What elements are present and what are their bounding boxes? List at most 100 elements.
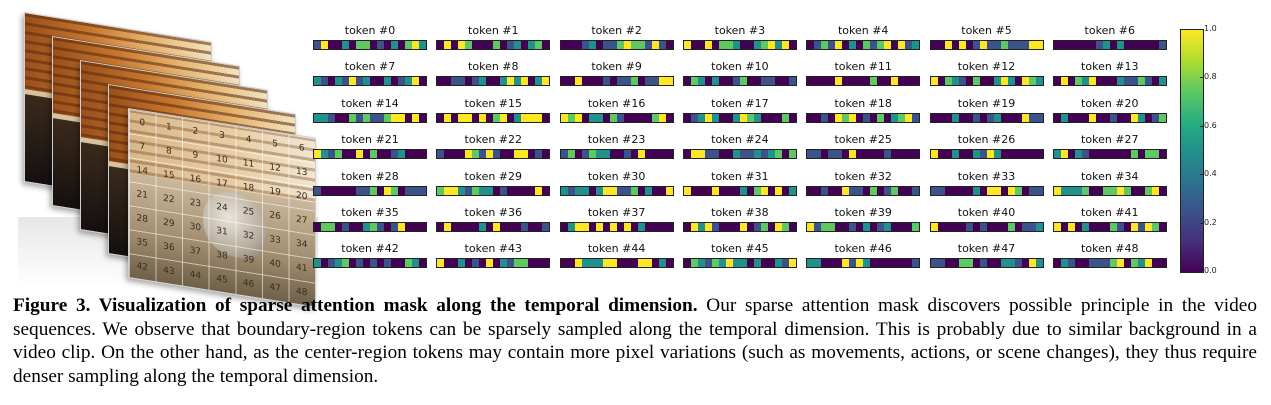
token-label: token #25 [834,133,892,147]
attention-mask-strip [313,185,427,196]
attention-mask-strip [682,76,797,87]
patch-number: 44 [189,269,202,282]
token-cell: token #23 [559,133,675,169]
token-label: token #40 [957,206,1016,219]
token-cell: token #1 [435,24,551,60]
token-cell: token #34 [1052,170,1168,206]
token-cell: token #0 [312,24,428,60]
token-cell: token #27 [1052,133,1168,169]
attention-mask-strip [929,112,1044,123]
token-cell: token #39 [805,206,921,242]
attention-mask-strip [682,40,797,50]
token-label: token #42 [341,242,399,256]
token-cell: token #14 [312,97,428,133]
token-cell: token #8 [435,60,551,96]
attention-mask-strip [1052,76,1167,87]
patch-number: 43 [163,265,175,278]
attention-mask-strip [559,222,674,232]
token-label: token #20 [1081,96,1139,110]
attention-mask-strip [929,258,1044,269]
attention-mask-strip [929,76,1044,87]
token-label: token #31 [711,169,769,183]
token-label: token #16 [587,96,646,110]
caption-title: Figure 3. Visualization of sparse attent… [13,295,698,316]
colorbar-tick-label: 0.4 [1200,169,1217,179]
token-cell: token #37 [559,206,675,242]
colorbar-tick-label: 1.0 [1200,24,1217,33]
token-label: token #29 [464,169,523,183]
token-cell: token #30 [559,170,675,206]
token-cell: token #31 [682,170,798,206]
token-label: token #33 [957,169,1016,183]
attention-mask-strip [313,112,427,123]
attention-mask-strip [682,112,797,123]
attention-mask-strip [313,222,427,232]
token-cell: token #26 [929,133,1045,169]
attention-mask-strip [559,149,674,160]
attention-mask-strip [559,185,674,196]
token-cell: token #44 [559,242,675,278]
token-label: token #14 [341,96,399,110]
attention-mask-strip [806,258,921,269]
token-label: token #38 [711,206,769,219]
attention-mask-strip [929,149,1044,160]
attention-mask-strip [559,40,674,50]
token-label: token #15 [464,96,523,110]
token-cell: token #9 [559,60,675,96]
token-label: token #26 [957,133,1016,147]
token-label: token #47 [957,242,1016,256]
token-label: token #32 [834,169,892,183]
token-label: token #6 [1084,24,1136,37]
token-cell: token #20 [1052,97,1168,133]
attention-mask-strip [313,40,427,50]
token-cell: token #16 [559,97,675,133]
attention-mask-strip [313,149,427,160]
token-cell: token #32 [805,170,921,206]
token-cell: token #13 [1052,60,1168,96]
token-label: token #10 [711,60,769,74]
token-label: token #0 [344,24,396,37]
token-cell: token #18 [805,97,921,133]
token-label: token #36 [464,206,523,219]
patch-number: 45 [216,273,228,286]
token-cell: token #7 [312,60,428,96]
attention-mask-strip [806,185,921,196]
token-label: token #28 [341,169,399,183]
token-cell: token #33 [929,170,1045,206]
token-cell: token #5 [929,24,1045,60]
token-label: token #19 [957,96,1016,110]
attention-mask-strip [806,76,921,87]
figure-caption: Figure 3. Visualization of sparse attent… [13,294,1257,388]
attention-mask-strip [559,112,674,123]
token-cell: token #35 [312,206,428,242]
colorbar [1180,29,1204,273]
token-cell: token #2 [559,24,675,60]
token-cell: token #4 [805,24,921,60]
attention-mask-strip [929,222,1044,232]
token-cell: token #42 [312,242,428,278]
token-cell: token #15 [435,97,551,133]
attention-mask-strip [436,222,551,232]
token-cell: token #38 [682,206,798,242]
attention-mask-strip [1052,258,1167,269]
token-cell: token #36 [435,206,551,242]
attention-mask-strip [436,149,551,160]
token-cell: token #21 [312,133,428,169]
token-cell: token #25 [805,133,921,169]
token-label: token #17 [711,96,769,110]
token-label: token #48 [1081,242,1139,256]
attention-mask-strip [436,185,551,196]
token-label: token #13 [1081,60,1139,74]
token-label: token #46 [834,242,892,256]
attention-mask-strip [436,76,551,87]
token-label: token #34 [1081,169,1139,183]
attention-mask-strip [806,40,921,50]
token-label: token #1 [468,24,519,37]
token-label: token #18 [834,96,892,110]
attention-mask-strip [313,258,427,269]
token-label: token #2 [591,24,642,37]
colorbar-tick-label: 0.2 [1200,217,1217,227]
token-cell: token #41 [1052,206,1168,242]
